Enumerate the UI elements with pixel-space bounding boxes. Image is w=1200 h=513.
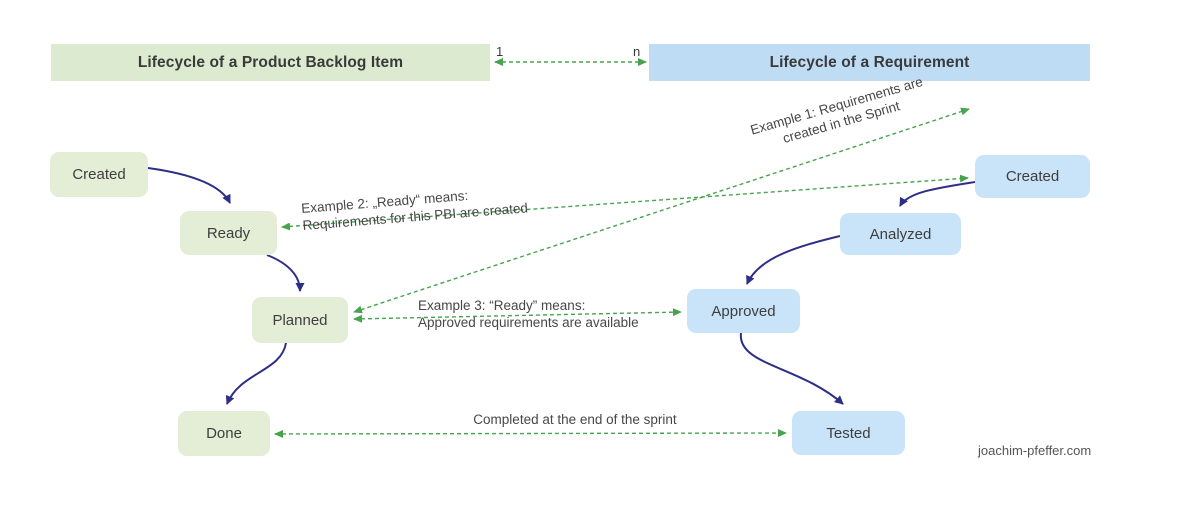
arrow-pbi-planned-to-done [225,342,287,405]
arrow-completed-relation [274,429,787,438]
arrow-pbi-created-to-ready [147,167,231,204]
state-req-analyzed: Analyzed [840,213,961,255]
state-pbi-planned: Planned [252,297,348,343]
annotation-example3: Example 3: “Ready” means: Approved requi… [418,297,668,332]
state-req-created: Created [975,155,1090,198]
multiplicity-one-label: 1 [496,44,504,59]
state-pbi-created: Created [50,152,148,197]
arrow-example2-relation [281,174,969,231]
transition-arrows [147,167,976,405]
arrow-req-approved-to-tested [739,332,844,405]
annotation-completed: Completed at the end of the sprint [473,412,677,427]
state-pbi-ready: Ready [180,211,277,255]
header-requirement-lifecycle: Lifecycle of a Requirement [649,44,1090,81]
state-req-approved: Approved [687,289,800,333]
arrow-req-created-to-analyzed [899,181,976,207]
multiplicity-n-label: n [633,44,641,59]
state-pbi-done: Done [178,411,270,456]
arrow-req-analyzed-to-approved [746,235,841,285]
arrow-example3-relation [353,308,682,323]
annotation-example3-line1: Example 3: “Ready” means: [418,298,586,313]
arrow-pbi-ready-to-planned [266,254,305,292]
relation-arrows [274,58,970,438]
footer-credit: joachim-pfeffer.com [978,443,1092,458]
annotation-example3-line2: Approved requirements are available [418,315,639,331]
state-req-tested: Tested [792,411,905,455]
header-pbi-lifecycle: Lifecycle of a Product Backlog Item [51,44,490,81]
